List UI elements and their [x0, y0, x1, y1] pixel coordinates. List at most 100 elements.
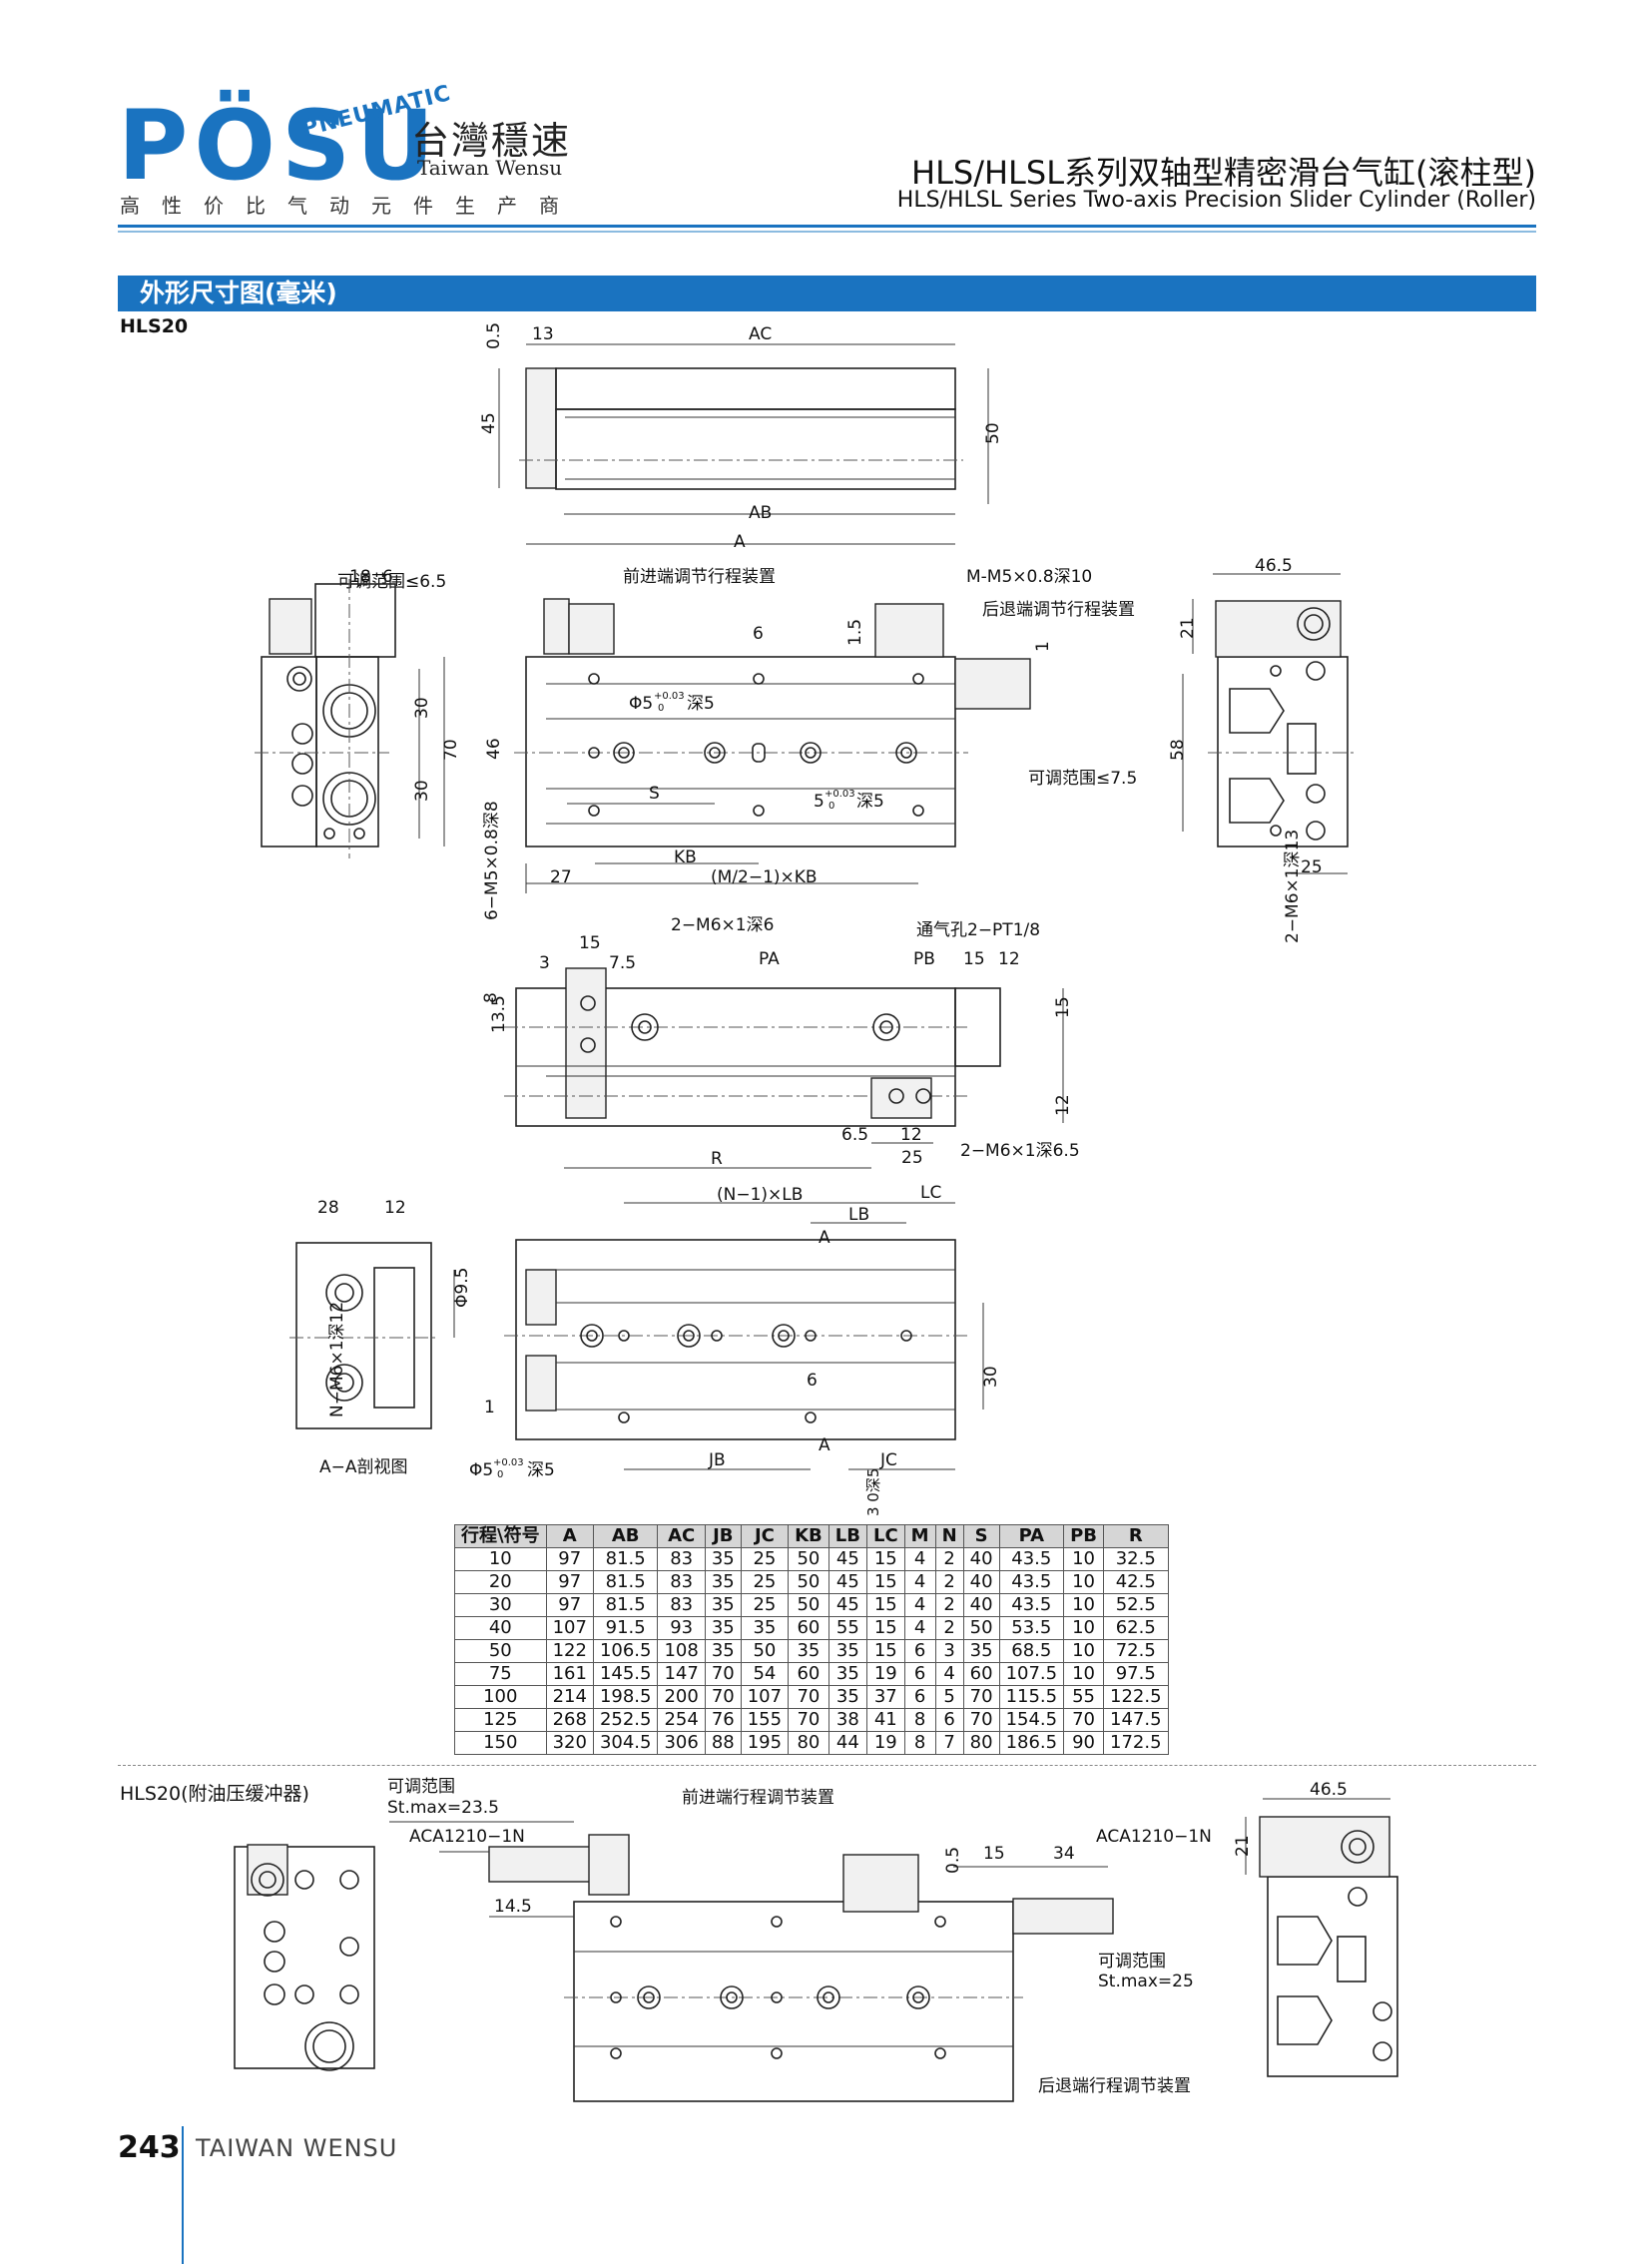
value-cell: 6	[903, 1639, 936, 1663]
value-cell: 60	[788, 1616, 829, 1640]
value-cell: 50	[740, 1639, 790, 1663]
value-cell: 6	[903, 1685, 936, 1709]
dim-28: 28	[317, 1198, 339, 1218]
dim-6-top: 6	[753, 624, 764, 644]
value-cell: 10	[1063, 1593, 1105, 1617]
page-number: 243	[118, 2130, 181, 2165]
dim-18: 18	[349, 567, 371, 587]
value-cell: 70	[962, 1708, 1000, 1732]
buffer-front-view: 可调范围 St.max=23.5 ACA1210−1N 前进端行程调节装置 14…	[387, 1777, 1212, 2102]
dim-0.5: 0.5	[484, 322, 504, 349]
right-end-view: 46.5 21 58 25 2−M6×1深13	[1168, 556, 1358, 943]
value-cell: 35	[704, 1639, 742, 1663]
value-cell: 304.5	[592, 1731, 659, 1755]
value-cell: 254	[657, 1708, 706, 1732]
value-cell: 35	[788, 1639, 829, 1663]
dim-6.5: 6.5	[841, 1125, 868, 1145]
value-cell: 93	[657, 1616, 706, 1640]
dim-1: 1	[1033, 641, 1053, 652]
value-cell: 15	[865, 1639, 905, 1663]
dim-KB: KB	[674, 848, 697, 867]
label-aca-b: ACA1210−1N	[1096, 1827, 1212, 1847]
value-cell: 4	[903, 1616, 936, 1640]
label-section-a-top: A	[819, 1228, 830, 1248]
dim-34: 34	[1053, 1844, 1075, 1864]
label-phi5-side: Φ5	[469, 1460, 493, 1480]
header-cell: LB	[827, 1524, 867, 1548]
value-cell: 60	[962, 1662, 1000, 1686]
value-cell: 19	[865, 1662, 905, 1686]
dim-0.5-buffer: 0.5	[943, 1847, 963, 1874]
value-cell: 35	[704, 1616, 742, 1640]
value-cell: 15	[865, 1547, 905, 1571]
value-cell: 40	[962, 1593, 1000, 1617]
label-buffer-rear: 后退端行程调节装置	[1038, 2076, 1191, 2096]
dim-30-b: 30	[412, 780, 432, 802]
label-m6-6: 2−M6×1深6	[671, 915, 774, 935]
value-cell: 52.5	[1103, 1593, 1169, 1617]
value-cell: 5	[934, 1685, 964, 1709]
value-cell: 97	[545, 1570, 594, 1594]
value-cell: 60	[788, 1662, 829, 1686]
front-view: 可调范围≤6.5 前进端调节行程装置 M-M5×0.8深10 后退端调节行程装置…	[337, 567, 1137, 893]
label-adjust-range-6.5: 可调范围≤6.5	[337, 572, 446, 592]
value-cell: 106.5	[592, 1639, 659, 1663]
value-cell: 97	[545, 1547, 594, 1571]
value-cell: 42.5	[1103, 1570, 1169, 1594]
brand-name-en: Taiwan Wensu	[417, 156, 563, 180]
value-cell: 15	[865, 1616, 905, 1640]
header-cell: JC	[740, 1524, 790, 1548]
value-cell: 4	[903, 1593, 936, 1617]
label-aca-a: ACA1210−1N	[409, 1827, 525, 1847]
header-cell: JB	[704, 1524, 742, 1548]
label-m6-13: 2−M6×1深13	[1283, 830, 1303, 943]
top-view: 0.5 13 AC 45 50 AB A	[479, 322, 1003, 552]
value-cell: 147	[657, 1662, 706, 1686]
value-cell: 154.5	[998, 1708, 1065, 1732]
footer-divider	[182, 2126, 184, 2264]
value-cell: 10	[1063, 1639, 1105, 1663]
value-cell: 54	[740, 1662, 790, 1686]
label-phi5-side-tol-low: 0	[497, 1469, 503, 1480]
dim-JB: JB	[708, 1450, 726, 1470]
label-slot-depth: 深5	[856, 792, 884, 812]
value-cell: 80	[962, 1731, 1000, 1755]
dim-50: 50	[983, 422, 1003, 444]
buffer-left-end-view	[234, 1844, 375, 2071]
label-adjust-range-7.5: 可调范围≤7.5	[1028, 769, 1137, 789]
value-cell: 83	[657, 1547, 706, 1571]
stroke-cell: 100	[454, 1685, 547, 1709]
value-cell: 108	[657, 1639, 706, 1663]
value-cell: 172.5	[1103, 1731, 1169, 1755]
stroke-cell: 150	[454, 1731, 547, 1755]
section-view: 28 12 Φ9.5 N−M6×1深12 A−A剖视图	[289, 1198, 472, 1477]
value-cell: 2	[934, 1593, 964, 1617]
dim-12-c: 12	[900, 1125, 922, 1145]
dim-12: 12	[384, 1198, 406, 1218]
label-m-thread: M-M5×0.8深10	[966, 567, 1092, 587]
label-front-adjuster: 前进端调节行程装置	[623, 567, 776, 587]
value-cell: 45	[827, 1547, 867, 1571]
dim-21: 21	[1178, 617, 1198, 639]
stroke-cell: 40	[454, 1616, 547, 1640]
dim-21-buffer: 21	[1233, 1835, 1253, 1857]
label-rear-adjuster: 后退端调节行程装置	[982, 600, 1135, 620]
dim-15-a: 15	[579, 933, 601, 953]
value-cell: 83	[657, 1570, 706, 1594]
value-cell: 81.5	[592, 1570, 659, 1594]
section-separator	[118, 1765, 1536, 1766]
value-cell: 35	[827, 1639, 867, 1663]
label-aa-section: A−A剖视图	[319, 1457, 408, 1477]
dim-1.5: 1.5	[845, 619, 865, 646]
dim-15-b: 15	[963, 949, 985, 969]
dim-LB: LB	[848, 1205, 869, 1225]
value-cell: 40	[962, 1570, 1000, 1594]
dim-1-side: 1	[484, 1398, 495, 1417]
footer-brand: TAIWAN WENSU	[196, 2134, 398, 2162]
value-cell: 35	[827, 1662, 867, 1686]
buffer-right-end-view: 46.5 21	[1233, 1780, 1398, 2077]
stroke-cell: 30	[454, 1593, 547, 1617]
value-cell: 4	[903, 1547, 936, 1571]
